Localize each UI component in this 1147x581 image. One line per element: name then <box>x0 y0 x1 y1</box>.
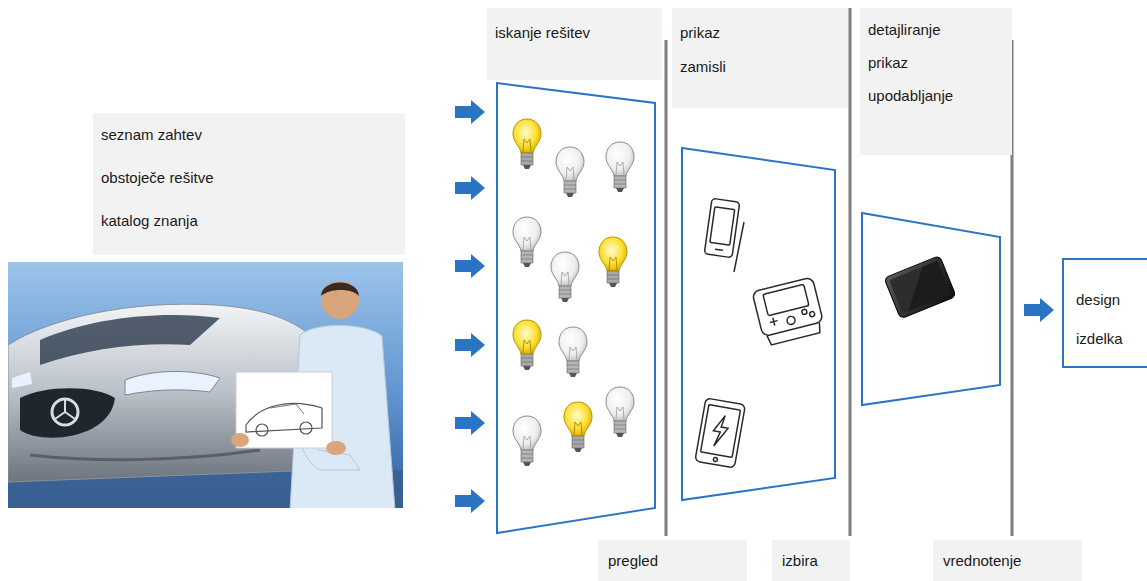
node-text: vrednotenje <box>943 550 1074 572</box>
idea-bulbs <box>513 119 634 466</box>
node-text: prikaz <box>868 46 1004 79</box>
stage-box: iskanje rešitev <box>487 8 662 80</box>
funnel-outline <box>862 213 1000 405</box>
funnel-outline <box>682 148 835 500</box>
input-list-box: seznam zahtevobstoječe rešitvekatalog zn… <box>93 113 405 255</box>
node-text: design izdelka <box>1076 280 1123 358</box>
funnel-outline <box>497 83 655 533</box>
input-arrows <box>455 100 485 513</box>
device-sketches <box>695 198 826 468</box>
review-label-box: vrednotenje <box>933 540 1082 581</box>
review-label-box: izbira <box>772 540 850 581</box>
node-text: katalog znanja <box>101 199 397 242</box>
node-text: izbira <box>782 550 842 572</box>
stage-box: prikaz zamisli <box>672 8 848 108</box>
car-photo <box>8 262 403 508</box>
result-box: design izdelka <box>1062 258 1147 368</box>
node-text: seznam zahtev <box>101 113 397 156</box>
node-text: obstoječe rešitve <box>101 156 397 199</box>
output-arrow <box>1024 298 1054 322</box>
stage-box: detajliranjeprikazupodabljanje <box>860 8 1012 155</box>
tablet-image <box>884 256 956 319</box>
stage-divider <box>666 8 1012 536</box>
node-text: detajliranje <box>868 13 1004 46</box>
node-text: prikaz zamisli <box>680 16 726 84</box>
review-label-box: pregled <box>598 540 747 581</box>
node-text: upodabljanje <box>868 79 1004 112</box>
node-text: pregled <box>608 550 739 572</box>
node-text: iskanje rešitev <box>495 16 654 49</box>
